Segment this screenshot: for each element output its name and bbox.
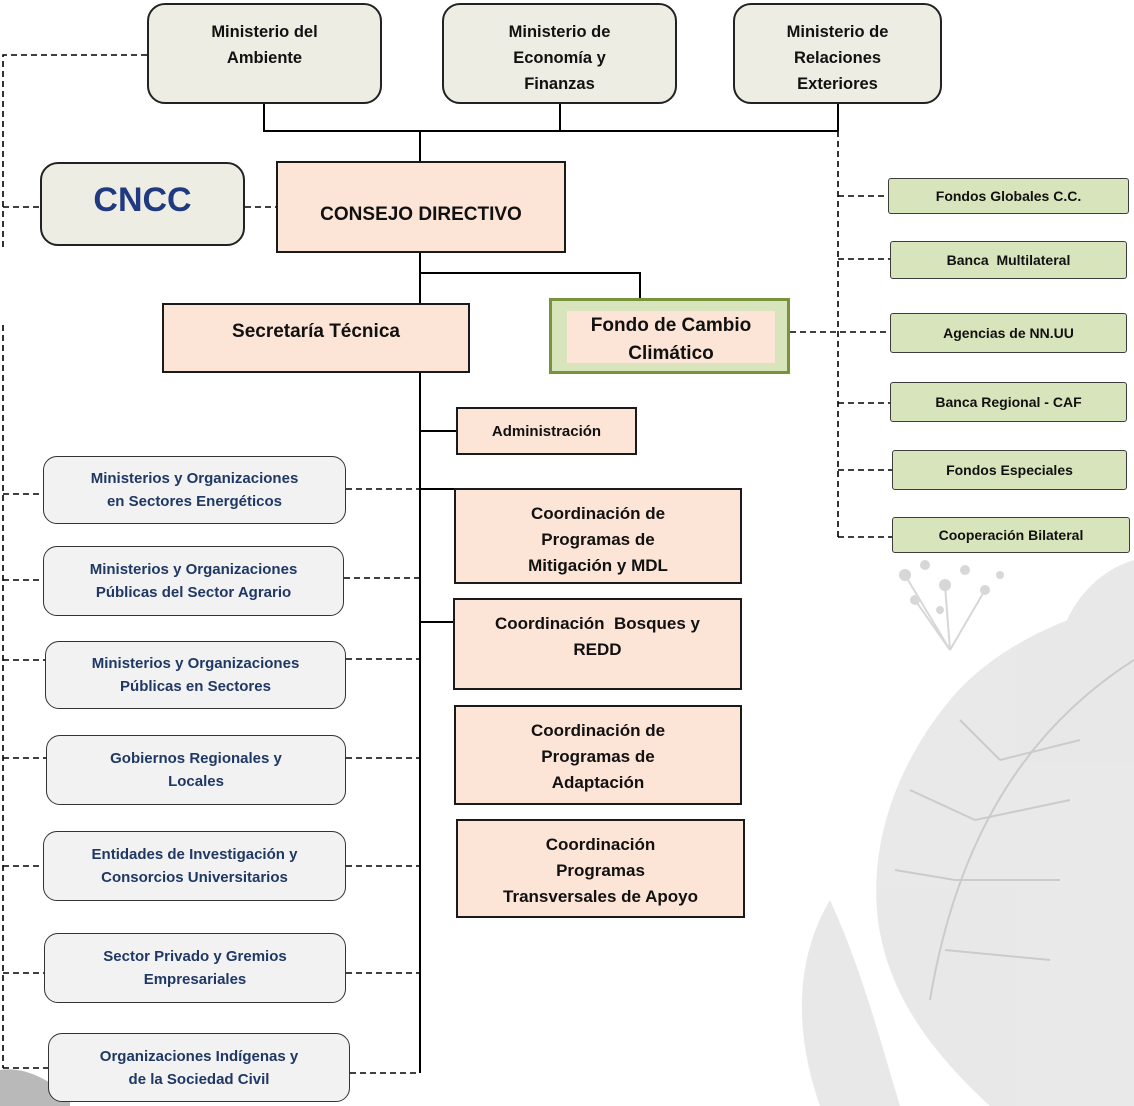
stakeholder-energeticos-box: Ministerios y Organizaciones en Sectores… — [43, 456, 346, 524]
stakeholder-investigacion-box: Entidades de Investigación y Consorcios … — [43, 831, 346, 901]
leaf-veins — [894, 659, 1134, 1001]
ministries-bus-line — [263, 104, 838, 132]
cncc-box: CNCC — [40, 162, 245, 246]
funding-agencias-nnuu-box: Agencias de NN.UU — [890, 313, 1127, 353]
ministerio-economia-box: Ministerio de Economía y Finanzas — [442, 3, 677, 104]
stakeholder-gobiernos-box: Gobiernos Regionales y Locales — [46, 735, 346, 805]
stakeholder-sector-privado-box: Sector Privado y Gremios Empresariales — [44, 933, 346, 1003]
stakeholder-indigenas-box: Organizaciones Indígenas y de la Socieda… — [48, 1033, 350, 1102]
coordinacion-adaptacion-box: Coordinación de Programas de Adaptación — [454, 705, 742, 805]
fondo-cambio-climatico-label: Fondo de Cambio Climático — [567, 311, 775, 364]
leaf-shapes — [801, 560, 1134, 1106]
dashed-connectors — [2, 54, 892, 1074]
fondo-cambio-climatico-box: Fondo de Cambio Climático — [549, 298, 790, 374]
ministerio-ambiente-box: Ministerio del Ambiente — [147, 3, 382, 104]
coordinacion-mitigacion-box: Coordinación de Programas de Mitigación … — [454, 488, 742, 584]
administracion-box: Administración — [456, 407, 637, 455]
ministerio-relaciones-box: Ministerio de Relaciones Exteriores — [733, 3, 942, 104]
flower-cluster — [899, 560, 1004, 651]
funding-fondos-especiales-box: Fondos Especiales — [892, 450, 1127, 490]
coordinacion-transversales-box: Coordinación Programas Transversales de … — [456, 819, 745, 918]
funding-banca-multilateral-box: Banca Multilateral — [890, 241, 1127, 279]
left-dashed-trunk-top — [2, 54, 147, 250]
stakeholder-agrario-box: Ministerios y Organizaciones Públicas de… — [43, 546, 344, 616]
solid-connectors — [263, 104, 839, 1073]
funding-banca-regional-box: Banca Regional - CAF — [890, 382, 1127, 422]
stakeholder-sectores-box: Ministerios y Organizaciones Públicas en… — [45, 641, 346, 709]
secretaria-tecnica-box: Secretaría Técnica — [162, 303, 470, 373]
consejo-directivo-box: CONSEJO DIRECTIVO — [276, 161, 566, 253]
funding-fondos-globales-box: Fondos Globales C.C. — [888, 178, 1129, 214]
coordinacion-bosques-box: Coordinación Bosques y REDD — [453, 598, 742, 690]
fondo-connector — [420, 272, 641, 298]
funding-cooperacion-bilateral-box: Cooperación Bilateral — [892, 517, 1130, 553]
